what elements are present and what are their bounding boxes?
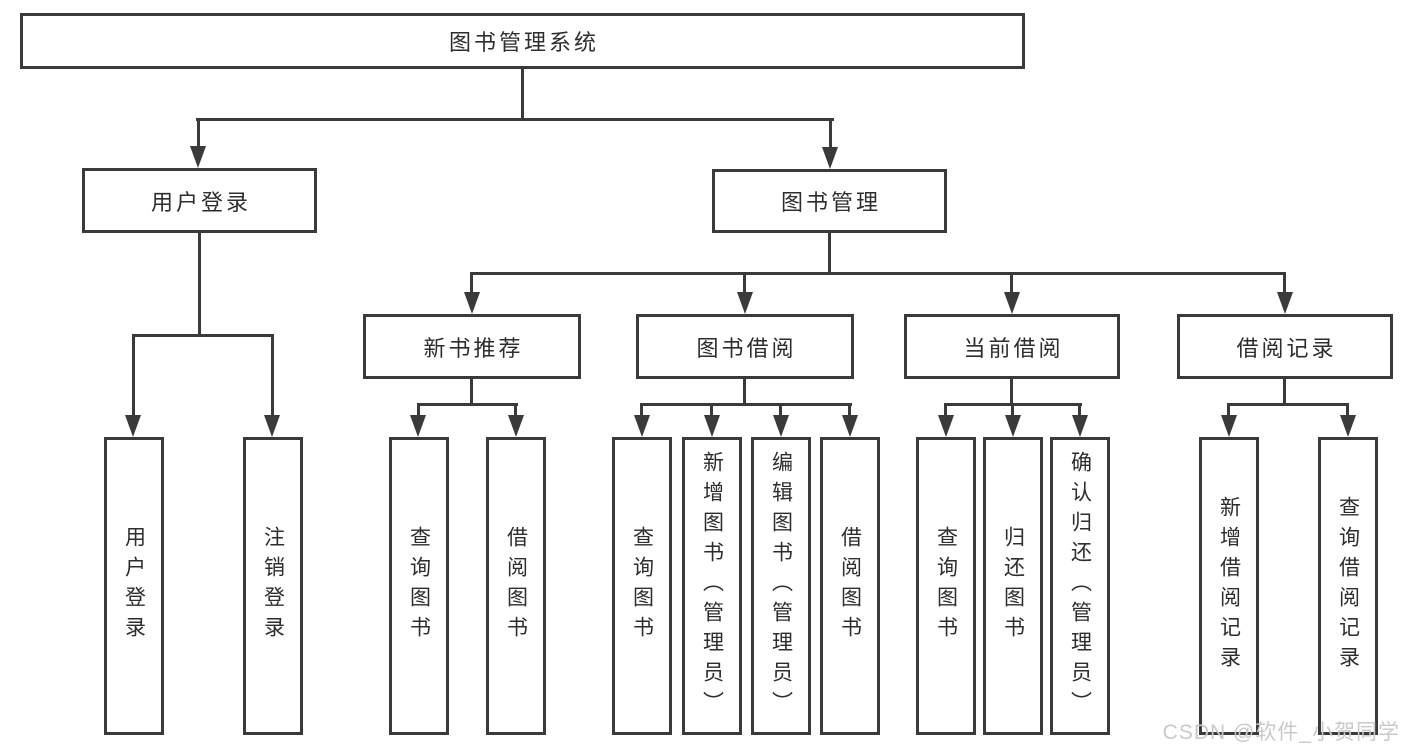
node-book-management: 图书管理 <box>712 169 947 233</box>
leaf-br-add-borrow-record: 新增借阅记录 <box>1199 437 1259 735</box>
node-label: 用户登录 <box>150 189 251 215</box>
node-borrowing-records: 借阅记录 <box>1177 314 1393 379</box>
connector-line <box>829 118 832 150</box>
connector-line <box>1283 379 1286 406</box>
leaf-user-login: 用户登录 <box>104 437 164 735</box>
connector-line <box>1283 272 1286 296</box>
connector-line <box>271 334 274 418</box>
leaf-nb-borrow-books: 借阅图书 <box>486 437 546 735</box>
connector-line <box>640 403 852 406</box>
arrowhead-down-icon <box>190 146 206 168</box>
arrowhead-down-icon <box>773 415 789 437</box>
leaf-label: 用户登录 <box>122 526 146 646</box>
arrowhead-down-icon <box>1005 415 1021 437</box>
leaf-label: 归还图书 <box>1001 526 1025 646</box>
connector-line <box>417 403 518 406</box>
node-library-system: 图书管理系统 <box>20 13 1025 69</box>
node-label: 新书推荐 <box>423 335 524 361</box>
connector-line <box>848 403 851 419</box>
leaf-bb-add-books-admin: 新增图书（管理员） <box>682 437 742 735</box>
arrowhead-down-icon <box>822 147 838 169</box>
connector-line <box>197 118 200 150</box>
connector-line <box>1011 403 1014 419</box>
connector-line <box>743 379 746 406</box>
leaf-label: 新增图书（管理员） <box>700 451 724 721</box>
arrowhead-down-icon <box>1340 415 1356 437</box>
node-current-borrowing: 当前借阅 <box>904 314 1120 379</box>
node-label: 图书管理系统 <box>448 30 599 55</box>
arrowhead-down-icon <box>508 415 524 437</box>
connector-line <box>1227 403 1230 419</box>
node-label: 图书借阅 <box>696 335 797 361</box>
connector-line <box>640 403 643 419</box>
connector-line <box>132 334 273 337</box>
node-book-borrowing: 图书借阅 <box>636 314 854 379</box>
connector-line <box>521 69 524 120</box>
connector-line <box>710 403 713 419</box>
connector-line <box>944 403 947 419</box>
connector-line <box>470 272 473 296</box>
connector-line <box>743 272 746 296</box>
leaf-label: 借阅图书 <box>504 526 528 646</box>
connector-line <box>828 233 831 274</box>
arrowhead-down-icon <box>464 292 480 314</box>
connector-line <box>196 118 834 121</box>
leaf-label: 编辑图书（管理员） <box>769 451 793 721</box>
node-label: 图书管理 <box>780 190 881 215</box>
leaf-label: 查询图书 <box>934 526 958 646</box>
leaf-label: 注销登录 <box>261 526 285 646</box>
connector-line <box>1346 403 1349 419</box>
leaf-bb-query-books: 查询图书 <box>612 437 672 735</box>
node-label: 借阅记录 <box>1236 335 1337 361</box>
arrowhead-down-icon <box>704 415 720 437</box>
connector-line <box>132 334 135 418</box>
connector-line <box>471 272 1286 275</box>
arrowhead-down-icon <box>410 415 426 437</box>
arrowhead-down-icon <box>1072 415 1088 437</box>
connector-line <box>198 233 201 336</box>
node-new-book-recommend: 新书推荐 <box>363 314 581 379</box>
watermark: CSDN @软件_小贺同学 <box>1162 721 1400 744</box>
node-user-login: 用户登录 <box>82 168 317 233</box>
connector-line <box>514 403 517 419</box>
leaf-label: 查询图书 <box>630 526 654 646</box>
leaf-nb-query-books: 查询图书 <box>389 437 449 735</box>
connector-line <box>1010 272 1013 296</box>
arrowhead-down-icon <box>125 415 141 437</box>
arrowhead-down-icon <box>1277 292 1293 314</box>
arrowhead-down-icon <box>737 292 753 314</box>
arrowhead-down-icon <box>1004 292 1020 314</box>
leaf-bb-borrow-books: 借阅图书 <box>820 437 880 735</box>
arrowhead-down-icon <box>1221 415 1237 437</box>
leaf-br-query-borrow-record: 查询借阅记录 <box>1318 437 1378 735</box>
connector-line <box>470 379 473 406</box>
arrowhead-down-icon <box>938 415 954 437</box>
leaf-logout-login: 注销登录 <box>243 437 303 735</box>
leaf-bb-edit-books-admin: 编辑图书（管理员） <box>751 437 811 735</box>
leaf-label: 借阅图书 <box>838 526 862 646</box>
leaf-cb-return-books: 归还图书 <box>983 437 1043 735</box>
connector-line <box>417 403 420 419</box>
arrowhead-down-icon <box>264 415 280 437</box>
arrowhead-down-icon <box>634 415 650 437</box>
node-label: 当前借阅 <box>963 335 1064 361</box>
leaf-label: 确认归还（管理员） <box>1068 451 1092 721</box>
arrowhead-down-icon <box>842 415 858 437</box>
leaf-cb-confirm-return-admin: 确认归还（管理员） <box>1050 437 1110 735</box>
leaf-label: 新增借阅记录 <box>1217 496 1241 676</box>
connector-line <box>779 403 782 419</box>
leaf-label: 查询借阅记录 <box>1336 496 1360 676</box>
connector-line <box>1010 379 1013 406</box>
connector-line <box>1078 403 1081 419</box>
leaf-label: 查询图书 <box>407 526 431 646</box>
connector-line <box>1227 403 1349 406</box>
leaf-cb-query-books: 查询图书 <box>916 437 976 735</box>
